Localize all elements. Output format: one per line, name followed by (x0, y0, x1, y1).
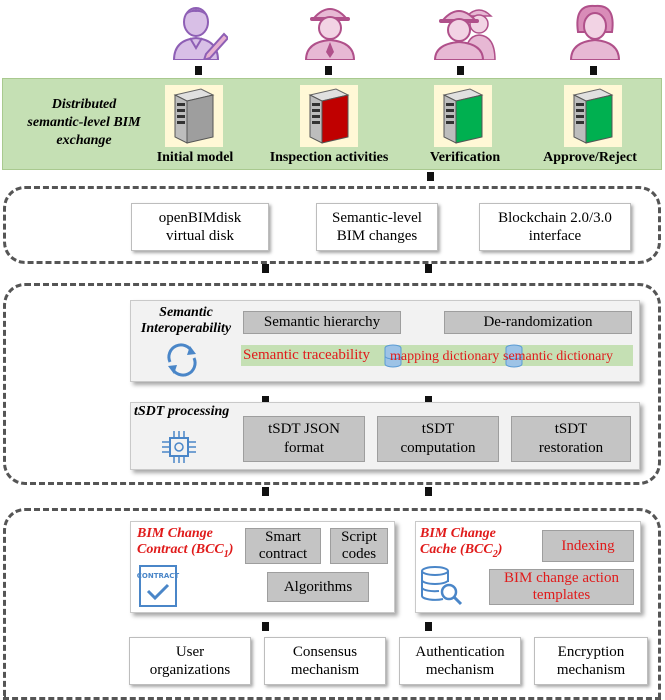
connector (425, 487, 432, 496)
interface-layer-frame (3, 186, 661, 264)
server-icon-inspection (300, 85, 358, 147)
semantic-layer-frame (3, 283, 661, 485)
exchange-title: Distributed semantic-level BIM exchange (27, 97, 141, 148)
connector (590, 66, 597, 75)
semantic-traceability-label: Semantic traceability (243, 347, 371, 363)
svg-text:CONTRACT: CONTRACT (137, 572, 180, 580)
step-verification: Verification (429, 150, 501, 165)
connector (262, 622, 269, 631)
indexing-box: Indexing (542, 530, 634, 562)
algorithms-box: Algorithms (267, 572, 369, 602)
traceability-band (241, 345, 633, 366)
tsdt-processing-title: tSDT processing (134, 404, 230, 419)
server-icon-verification (434, 85, 492, 147)
connector (262, 487, 269, 496)
connector (425, 622, 432, 631)
connector (425, 264, 432, 273)
mapping-dictionary-label: mapping dictionary (390, 349, 500, 364)
database-icon (505, 344, 523, 368)
bcc-layer-frame (3, 508, 661, 700)
approver-user-icon (569, 4, 621, 60)
bcc2-title: BIM Change Cache (BCC2) (420, 526, 503, 560)
chip-icon (162, 431, 196, 463)
connector (262, 264, 269, 273)
semantic-hierarchy-box: Semantic hierarchy (243, 311, 401, 334)
connector (425, 396, 432, 405)
step-approve-reject: Approve/Reject (543, 150, 637, 165)
database-search-icon (421, 566, 463, 606)
sync-icon (167, 343, 197, 377)
semantic-dictionary-label: semantic dictionary (503, 349, 614, 364)
bcc1-title: BIM Change Contract (BCC1) (137, 526, 234, 560)
designer-user-icon (172, 7, 228, 60)
connector (262, 396, 269, 405)
server-icon-initial (165, 85, 223, 147)
server-icon-approve (564, 85, 622, 147)
inspector-user-icon (304, 8, 356, 60)
connector (427, 172, 434, 181)
connector (457, 66, 464, 75)
database-icon (384, 344, 402, 368)
de-randomization-box: De-randomization (444, 311, 632, 334)
connector (325, 66, 332, 75)
contract-icon: CONTRACT (137, 565, 180, 607)
step-initial-model: Initial model (156, 150, 234, 165)
verifier-user-icon (433, 9, 496, 60)
connector (195, 66, 202, 75)
step-inspection: Inspection activities (269, 150, 389, 165)
